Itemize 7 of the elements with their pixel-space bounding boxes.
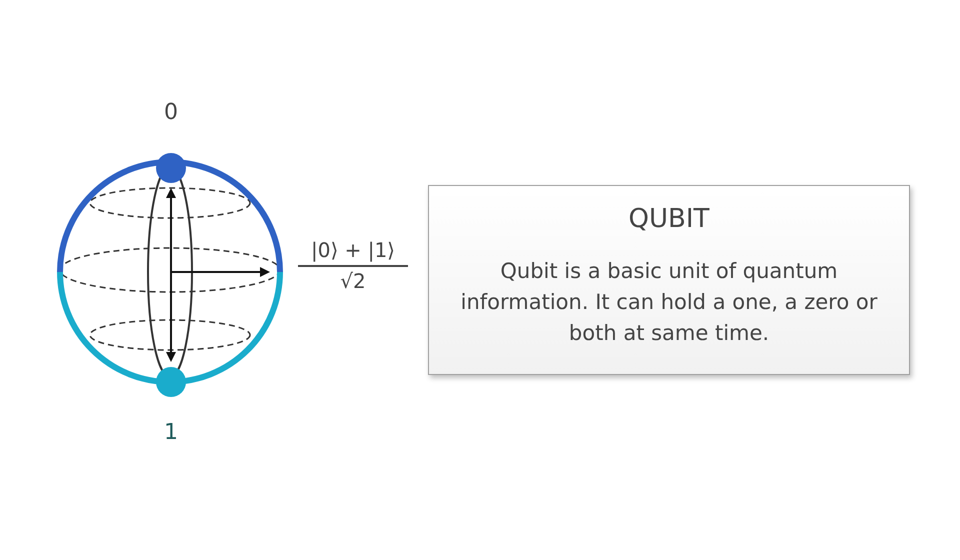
card-description: Qubit is a basic unit of quantum information. It can hold a one, a zero or both at same time. <box>460 258 878 347</box>
info-card <box>428 185 910 375</box>
formula-denominator: √2 <box>340 269 366 293</box>
state-label: 1 <box>164 420 178 445</box>
formula-numerator: |0⟩ + |1⟩ <box>310 238 395 262</box>
card-title: QUBIT <box>628 204 710 234</box>
state-label: 0 <box>164 100 178 125</box>
